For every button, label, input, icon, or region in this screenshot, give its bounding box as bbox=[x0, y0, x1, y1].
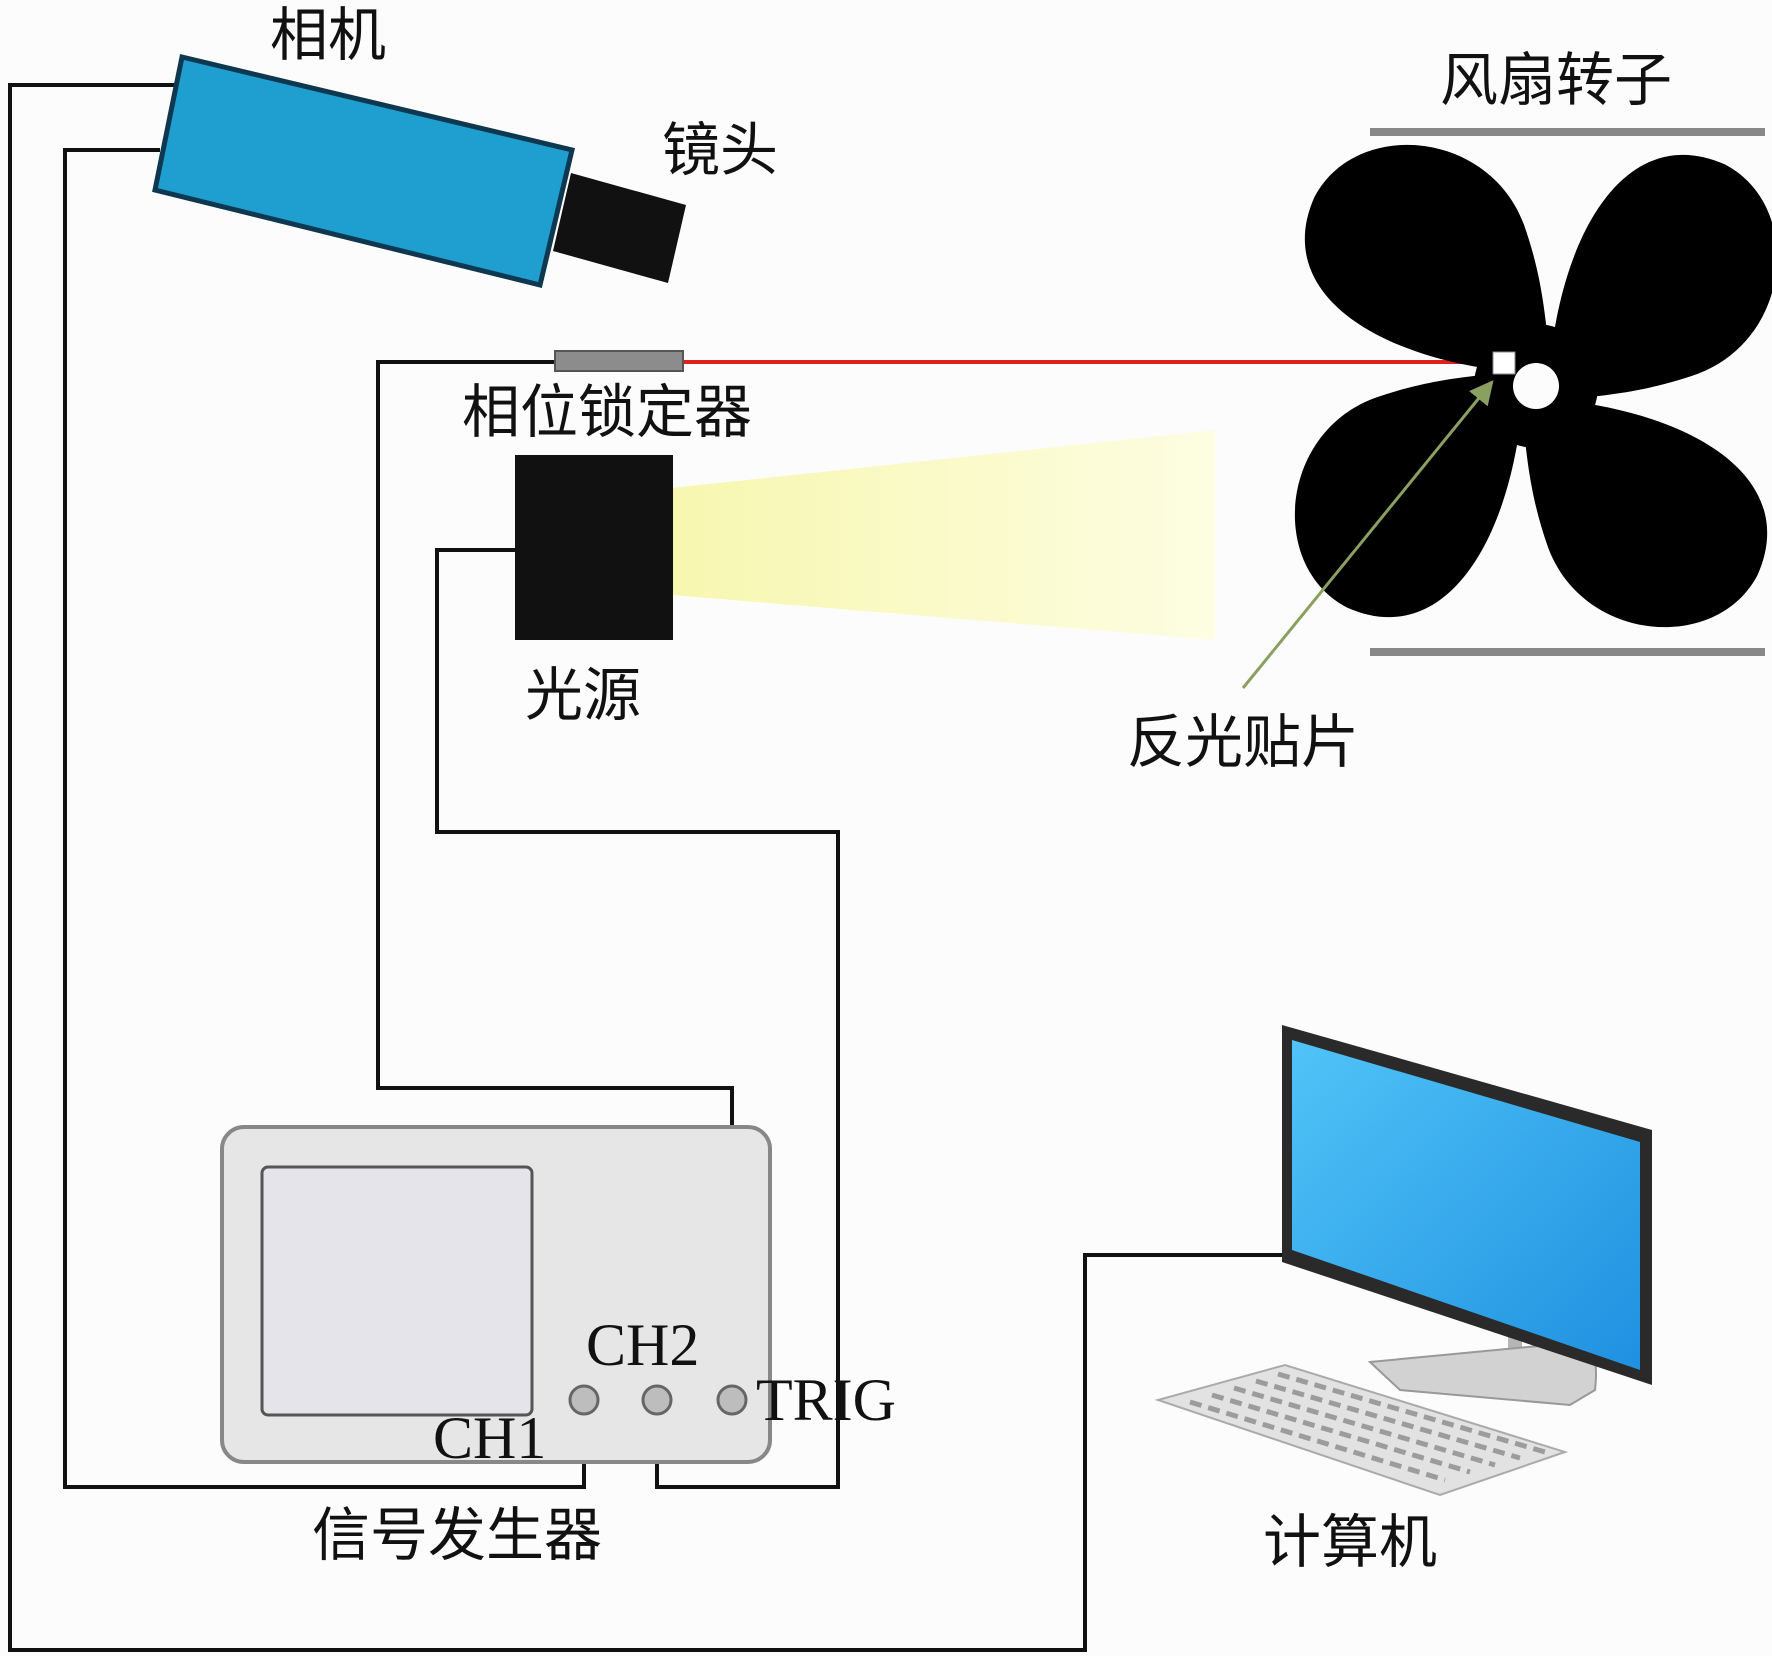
reflective-patch-pointer bbox=[1241, 380, 1494, 689]
camera-lens bbox=[553, 173, 686, 283]
label-phase-locker: 相位锁定器 bbox=[462, 378, 752, 446]
computer bbox=[1154, 1025, 1652, 1497]
label-computer: 计算机 bbox=[1263, 1508, 1437, 1576]
ch2-port bbox=[641, 1384, 673, 1416]
wire-light-to-ch2 bbox=[435, 548, 840, 1489]
label-signal-generator: 信号发生器 bbox=[312, 1501, 602, 1569]
fan-rotor bbox=[1294, 144, 1772, 628]
label-lens: 镜头 bbox=[662, 116, 778, 184]
trig-port bbox=[716, 1384, 748, 1416]
signal-generator bbox=[220, 1125, 772, 1464]
monitor-screen bbox=[1292, 1040, 1640, 1370]
label-ch2: CH2 bbox=[586, 1312, 699, 1378]
label-camera: 相机 bbox=[270, 1, 386, 69]
fan-hub-hole bbox=[1513, 363, 1559, 409]
label-light-source: 光源 bbox=[525, 661, 641, 729]
phase-locker bbox=[554, 350, 684, 372]
wire-camera-to-computer bbox=[8, 83, 1290, 1652]
camera-body bbox=[152, 53, 576, 289]
fan-blade bbox=[1304, 144, 1551, 372]
keyboard-keys bbox=[1189, 1371, 1546, 1483]
light-source bbox=[515, 455, 673, 640]
label-fan-rotor: 风扇转子 bbox=[1440, 46, 1672, 114]
label-trig: TRIG bbox=[756, 1367, 896, 1433]
signal-generator-screen bbox=[260, 1165, 534, 1417]
fan-blade bbox=[1521, 400, 1768, 628]
reflective-patch bbox=[1492, 351, 1516, 375]
label-ch1: CH1 bbox=[433, 1405, 546, 1471]
ch1-port bbox=[568, 1384, 600, 1416]
camera bbox=[152, 53, 686, 289]
label-reflective-patch: 反光贴片 bbox=[1127, 708, 1359, 776]
fan-blade bbox=[1550, 154, 1772, 401]
light-beam bbox=[672, 430, 1215, 640]
